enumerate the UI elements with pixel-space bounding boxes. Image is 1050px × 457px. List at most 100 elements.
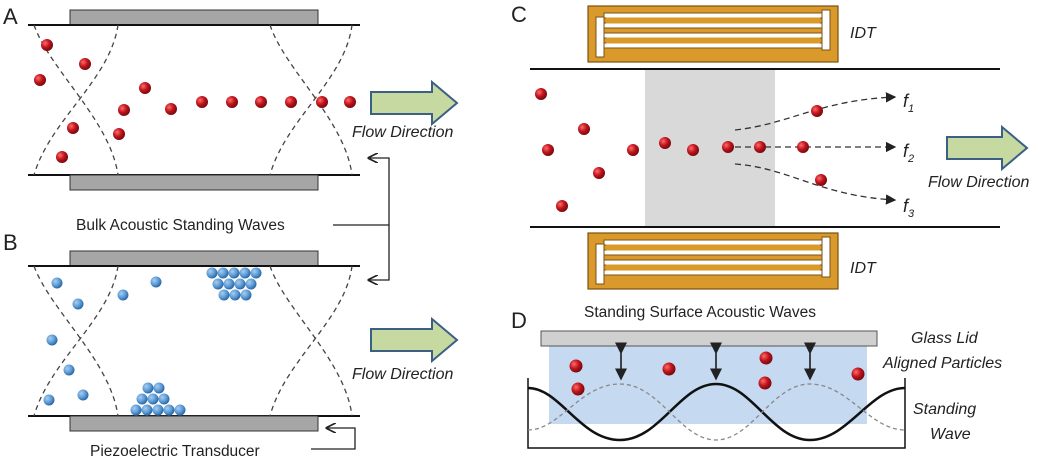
aligned-particles <box>569 351 865 396</box>
particle <box>316 96 328 108</box>
particle <box>136 393 148 405</box>
particle <box>153 382 165 394</box>
particle <box>218 289 230 301</box>
particle <box>117 289 129 301</box>
particle <box>77 389 89 401</box>
particle <box>158 393 170 405</box>
particle <box>759 351 773 365</box>
particle-cluster-top <box>206 267 262 301</box>
flow-direction-label: Flow Direction <box>352 124 453 141</box>
particle <box>130 404 142 416</box>
idt-bottom-label: IDT <box>850 260 877 277</box>
particle <box>72 298 84 310</box>
bracket-arrow-down <box>369 225 390 280</box>
particle <box>815 174 827 186</box>
substrate-container <box>527 378 906 449</box>
particle <box>174 404 186 416</box>
particle <box>797 141 809 153</box>
standing-wave-label-line1: Standing <box>913 401 976 418</box>
particle <box>226 96 238 108</box>
output-label-f3: f3 <box>903 196 915 220</box>
transducer-pointer-arrow <box>311 428 356 450</box>
output-label-f2: f2 <box>903 141 914 165</box>
particle <box>659 137 671 149</box>
particle <box>206 267 218 279</box>
particle <box>43 394 55 406</box>
panel-c: C IDT <box>511 2 1029 321</box>
idt-top-electrode <box>587 5 839 63</box>
particle <box>758 376 772 390</box>
particle <box>152 404 164 416</box>
particle <box>63 364 75 376</box>
particle <box>851 367 865 381</box>
red-particles <box>34 39 356 163</box>
particle <box>754 141 766 153</box>
panel-b-letter: B <box>3 230 18 255</box>
particle <box>196 96 208 108</box>
particle <box>150 276 162 288</box>
bulk-acoustic-callout: Bulk Acoustic Standing Waves <box>76 158 390 280</box>
flow-direction-label: Flow Direction <box>352 366 453 383</box>
standing-wave-dashed <box>527 383 906 441</box>
particle <box>245 278 257 290</box>
particle <box>67 122 79 134</box>
particle <box>165 103 177 115</box>
particle <box>722 141 734 153</box>
particle <box>239 267 251 279</box>
particle <box>142 382 154 394</box>
panel-d: D Glass Lid Aligned Particles Standing W… <box>511 308 1002 449</box>
particle <box>556 200 568 212</box>
standing-wave-label-line2: Wave <box>930 426 971 443</box>
particle <box>578 123 590 135</box>
particle <box>344 96 356 108</box>
particle <box>662 362 676 376</box>
glass-lid-label: Glass Lid <box>911 330 979 347</box>
particle <box>285 96 297 108</box>
piezoelectric-transducer-caption: Piezoelectric Transducer <box>90 443 260 457</box>
bulk-acoustic-caption: Bulk Acoustic Standing Waves <box>76 217 285 234</box>
particle <box>542 144 554 156</box>
particle <box>535 88 547 100</box>
ssaw-caption: Standing Surface Acoustic Waves <box>584 304 816 321</box>
piezoelectric-transducer-plate <box>69 415 319 432</box>
particle <box>250 267 262 279</box>
oscillation-arrows <box>615 342 816 381</box>
idt-top-label: IDT <box>850 25 877 42</box>
particle <box>223 278 235 290</box>
top-transducer-plate <box>69 250 319 267</box>
panel-d-letter: D <box>511 308 527 333</box>
particle <box>212 278 224 290</box>
aligned-particles-label: Aligned Particles <box>882 355 1002 372</box>
particle <box>41 39 53 51</box>
particle <box>234 278 246 290</box>
particle <box>593 167 605 179</box>
particle <box>627 144 639 156</box>
particle-cluster-bottom <box>130 382 186 416</box>
particle <box>569 359 583 373</box>
particle <box>113 128 125 140</box>
particle <box>34 74 46 86</box>
output-label-f1: f1 <box>903 91 914 115</box>
idt-bottom-electrode <box>587 232 839 290</box>
particle <box>687 144 699 156</box>
panel-a-letter: A <box>3 4 18 29</box>
particle <box>139 82 151 94</box>
particle <box>811 105 823 117</box>
blue-particles <box>43 267 262 416</box>
particle <box>79 58 91 70</box>
particle <box>147 393 159 405</box>
red-particles <box>535 88 827 212</box>
standing-wave-solid <box>527 382 906 442</box>
bottom-transducer-plate <box>69 174 319 191</box>
particle <box>571 382 585 396</box>
particle <box>46 334 58 346</box>
flow-arrow-icon <box>370 316 459 364</box>
panel-c-letter: C <box>511 2 527 27</box>
particle <box>163 404 175 416</box>
particle <box>240 289 252 301</box>
particle <box>141 404 153 416</box>
particle <box>228 267 240 279</box>
flow-arrow-icon <box>946 124 1029 172</box>
particle <box>229 289 241 301</box>
